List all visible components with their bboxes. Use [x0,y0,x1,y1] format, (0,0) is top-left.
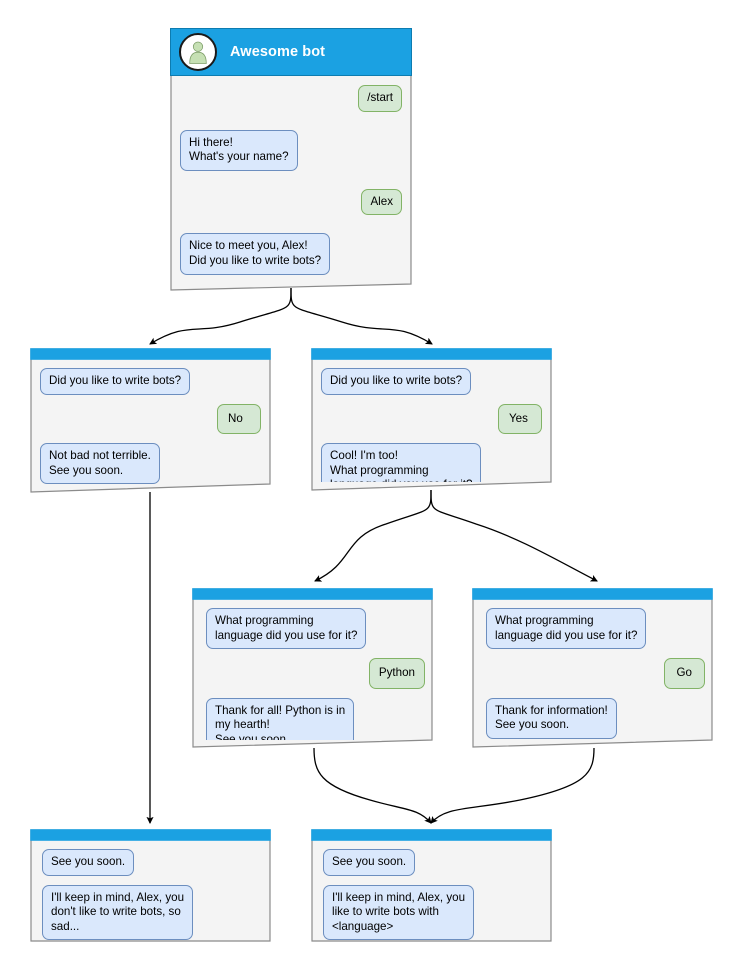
node-root-chat: /start Hi there! What's your name? Alex … [170,76,412,288]
edge-yes-to-python [314,489,432,582]
message-row: Hi there! What's your name? [180,129,402,171]
node-root-header: Awesome bot [170,28,412,76]
message-row: See you soon. [323,849,542,876]
bot-message-bubble: Thank for all! Python is in my hearth! S… [206,697,355,740]
user-message-bubble: Go [663,658,705,689]
node-root[interactable]: Awesome bot /start Hi there! What's your… [170,28,412,291]
edge-go-to-end-yes [430,747,595,824]
bot-message-bubble: See you soon. [323,849,416,876]
node-yes-branch-chat: Did you like to write bots? Yes Cool! I'… [311,359,552,482]
node-go-branch-chat: What programming language did you use fo… [472,599,713,740]
message-row: Python [206,658,425,689]
user-message-bubble: No [217,403,261,435]
message-row: Thank for all! Python is in my hearth! S… [206,697,425,740]
node-end-yes[interactable]: See you soon. I'll keep in mind, Alex, y… [311,829,552,942]
message-row: I'll keep in mind, Alex, you like to wri… [323,884,542,941]
message-row: Did you like to write bots? [321,368,542,395]
message-row: No [40,403,261,435]
message-row: Thank for information! See you soon. [486,697,705,739]
bot-message-bubble: What programming language did you use fo… [486,608,647,650]
edge-root-to-no [149,287,292,345]
user-message-bubble: /start [358,85,402,112]
node-no-branch-chat: Did you like to write bots? No Not bad n… [30,359,271,484]
bot-message-bubble: Did you like to write bots? [321,368,472,395]
message-row: Not bad not terrible. See you soon. [40,443,261,484]
node-yes-branch[interactable]: Did you like to write bots? Yes Cool! I'… [311,348,552,491]
message-row: See you soon. [42,849,261,876]
message-row: Did you like to write bots? [40,368,261,395]
user-message-bubble: Python [368,658,425,689]
message-row: Yes [321,403,542,435]
person-avatar-icon [179,33,217,71]
bot-message-bubble: See you soon. [42,849,135,876]
bot-message-bubble: Thank for information! See you soon. [486,697,617,739]
bot-message-bubble: Did you like to write bots? [40,368,191,395]
node-go-branch[interactable]: What programming language did you use fo… [472,588,713,748]
bot-message-bubble: Nice to meet you, Alex! Did you like to … [180,233,331,275]
message-row: Cool! I'm too! What programming language… [321,443,542,482]
user-message-bubble: Alex [361,188,402,216]
message-row: /start [180,85,402,112]
message-row: What programming language did you use fo… [486,608,705,650]
bot-message-bubble: What programming language did you use fo… [206,608,367,650]
node-end-no-chat: See you soon. I'll keep in mind, Alex, y… [30,840,271,942]
bot-message-bubble: I'll keep in mind, Alex, you don't like … [42,884,194,941]
bot-message-bubble: Hi there! What's your name? [180,129,298,171]
bot-message-bubble: I'll keep in mind, Alex, you like to wri… [323,884,475,941]
message-row: Alex [180,188,402,216]
message-row: Nice to meet you, Alex! Did you like to … [180,233,402,275]
node-python-branch[interactable]: What programming language did you use fo… [192,588,433,748]
message-row: What programming language did you use fo… [206,608,425,650]
node-no-branch[interactable]: Did you like to write bots? No Not bad n… [30,348,271,493]
node-end-yes-chat: See you soon. I'll keep in mind, Alex, y… [311,840,552,942]
bot-message-bubble: Not bad not terrible. See you soon. [40,443,160,484]
bot-message-bubble: Cool! I'm too! What programming language… [321,443,482,482]
edge-python-to-end-yes [313,747,432,824]
user-message-bubble: Yes [498,403,542,435]
edge-root-to-yes [290,287,433,345]
bot-name-label: Awesome bot [230,44,326,60]
edge-yes-to-go [430,489,598,582]
message-row: I'll keep in mind, Alex, you don't like … [42,884,261,941]
message-row: Go [486,658,705,689]
node-end-no[interactable]: See you soon. I'll keep in mind, Alex, y… [30,829,271,942]
node-python-branch-chat: What programming language did you use fo… [192,599,433,740]
